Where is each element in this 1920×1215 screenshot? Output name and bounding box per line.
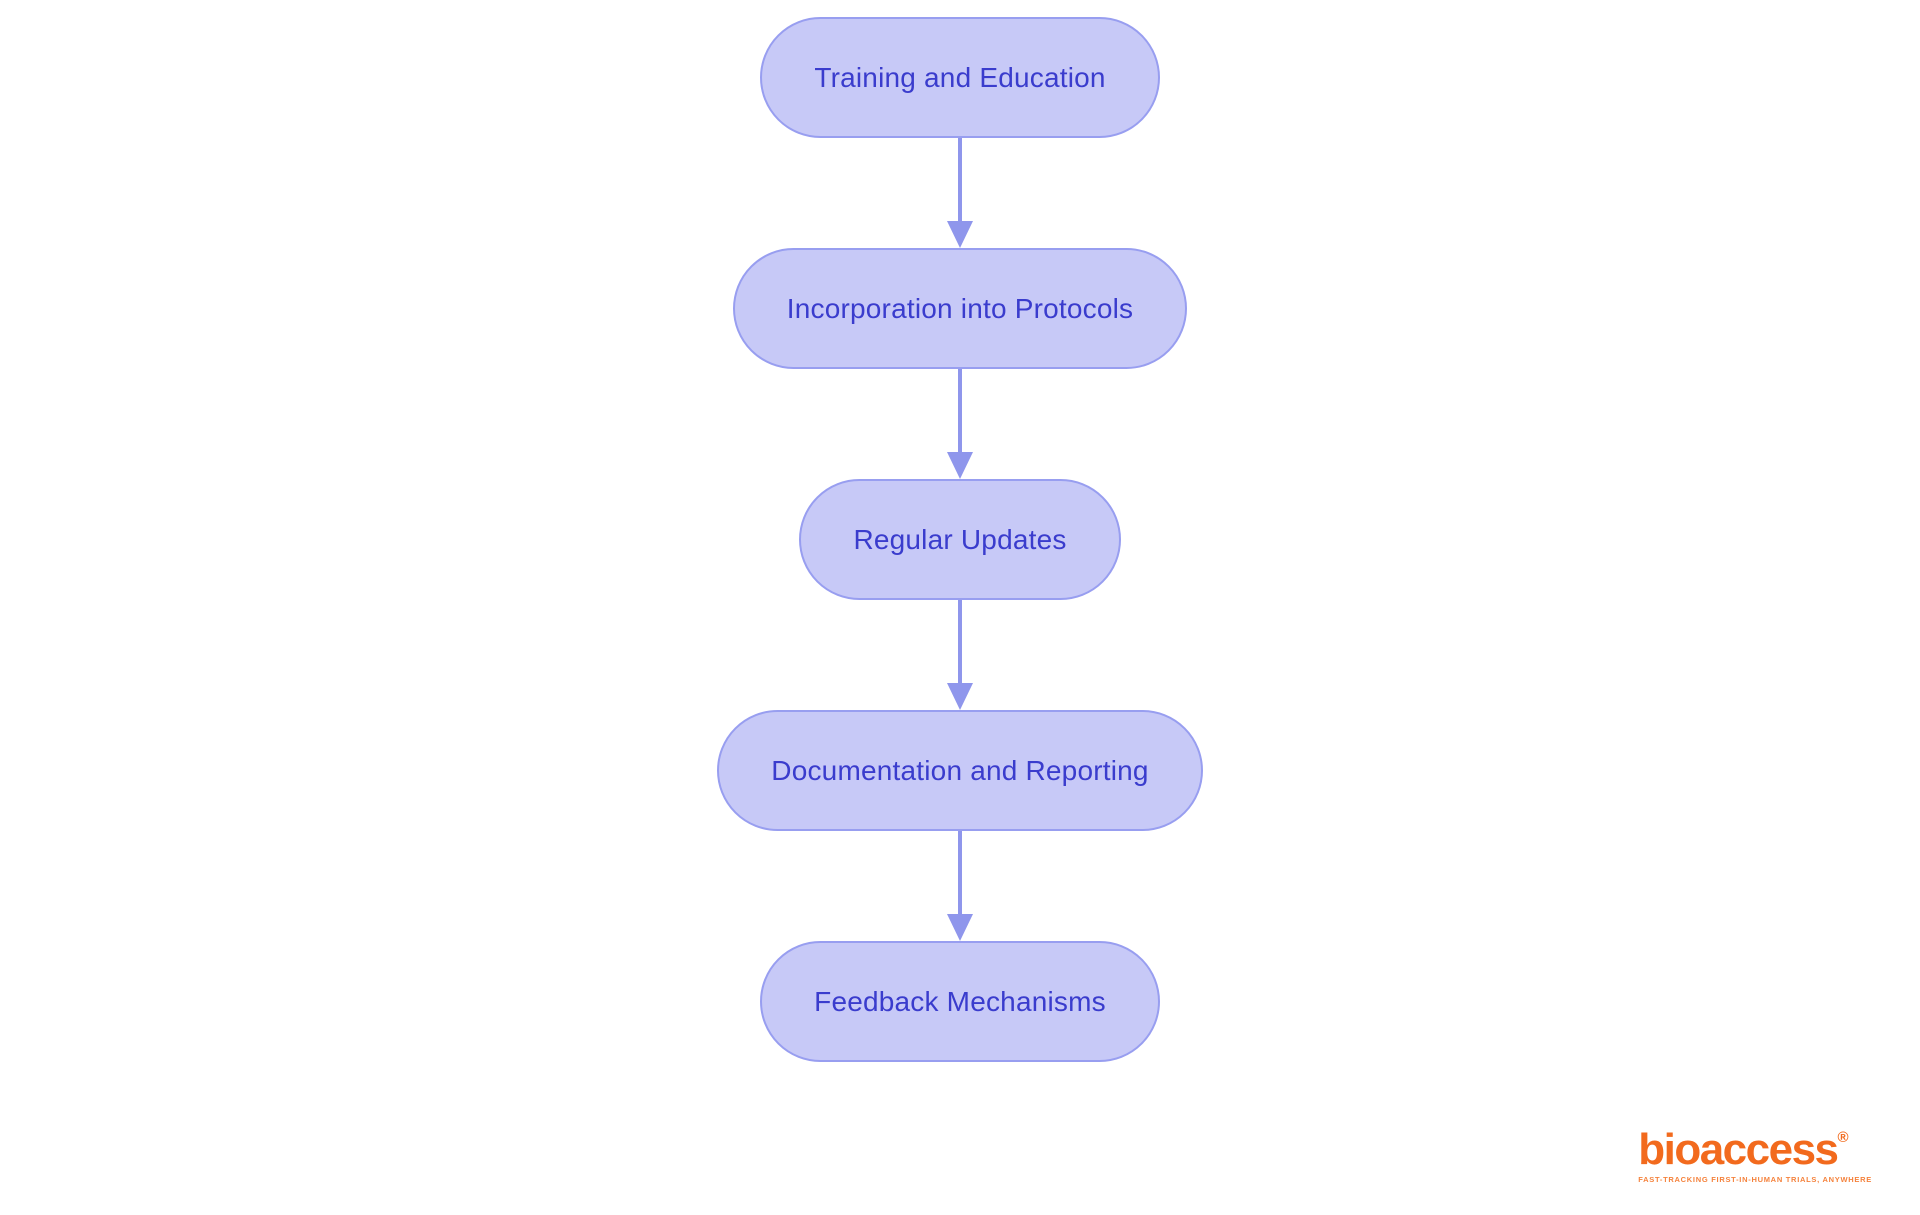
logo-tagline: FAST-TRACKING FIRST-IN-HUMAN TRIALS, ANY… [1638,1175,1872,1184]
logo-text: bioaccess [1638,1125,1839,1174]
flow-node-training-and-education: Training and Education [760,17,1160,138]
connector-arrow [947,831,973,941]
flow-node-feedback-mechanisms: Feedback Mechanisms [760,941,1160,1062]
flow-node-documentation-and-reporting: Documentation and Reporting [717,710,1203,831]
node-label: Feedback Mechanisms [814,985,1106,1017]
arrow-down-icon [947,683,973,710]
arrow-line [958,138,962,221]
bioaccess-logo: bioaccess® FAST-TRACKING FIRST-IN-HUMAN … [1638,1128,1872,1185]
registered-trademark-icon: ® [1837,1129,1849,1146]
arrow-down-icon [947,452,973,479]
logo-wordmark: bioaccess® [1638,1128,1872,1172]
node-label: Training and Education [814,61,1106,93]
arrow-down-icon [947,221,973,248]
arrow-line [958,369,962,452]
connector-arrow [947,369,973,479]
node-label: Incorporation into Protocols [786,292,1134,324]
node-label: Documentation and Reporting [771,754,1149,786]
arrow-line [958,831,962,914]
node-label: Regular Updates [853,523,1067,555]
arrow-down-icon [947,914,973,941]
arrow-line [958,600,962,683]
flowchart: Training and Education Incorporation int… [0,17,1920,1062]
connector-arrow [947,600,973,710]
connector-arrow [947,138,973,248]
flow-node-regular-updates: Regular Updates [799,479,1121,600]
flow-node-incorporation-into-protocols: Incorporation into Protocols [732,248,1188,369]
